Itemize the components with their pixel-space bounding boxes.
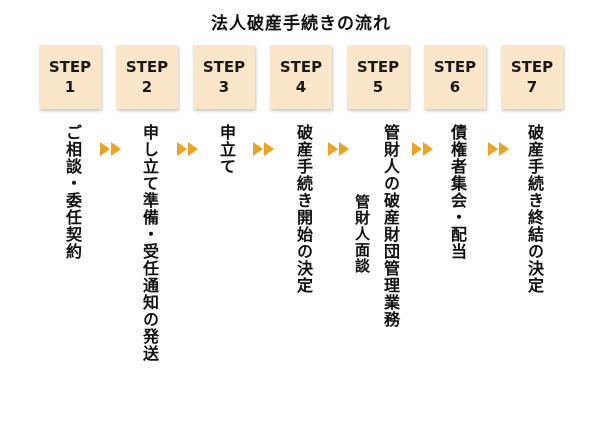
step-label: STEP: [279, 58, 323, 76]
step-number: 7: [526, 78, 538, 96]
step-number: 2: [141, 78, 153, 96]
step-box-1: STEP 1: [39, 45, 101, 109]
step-label: STEP: [433, 58, 477, 76]
step-number: 5: [372, 78, 384, 96]
step-4-text: 破産手続き開始の決定: [294, 124, 313, 294]
double-chevron-right-icon: [412, 142, 434, 156]
step-2-text: 申し立て準備・受任通知の発送: [140, 124, 159, 362]
double-chevron-right-icon: [100, 142, 122, 156]
step-1-text: ご相談・委任契約: [63, 124, 82, 260]
step-label: STEP: [356, 58, 400, 76]
step-5-subtext: 管財人面談: [353, 194, 371, 274]
step-box-4: STEP 4: [270, 45, 332, 109]
step-3-text: 申立て: [217, 124, 236, 175]
step-5-text: 管財人の破産財団管理業務: [381, 124, 400, 328]
step-number: 4: [295, 78, 307, 96]
step-label: STEP: [202, 58, 246, 76]
step-label: STEP: [510, 58, 554, 76]
step-box-7: STEP 7: [501, 45, 563, 109]
double-chevron-right-icon: [253, 142, 275, 156]
step-box-6: STEP 6: [424, 45, 486, 109]
step-number: 3: [218, 78, 230, 96]
step-box-3: STEP 3: [193, 45, 255, 109]
step-label: STEP: [48, 58, 92, 76]
double-chevron-right-icon: [488, 142, 510, 156]
step-label: STEP: [125, 58, 169, 76]
double-chevron-right-icon: [177, 142, 199, 156]
step-6-text: 債権者集会・配当: [448, 124, 467, 260]
step-number: 1: [64, 78, 76, 96]
step-box-5: STEP 5: [347, 45, 409, 109]
step-box-2: STEP 2: [116, 45, 178, 109]
step-number: 6: [449, 78, 461, 96]
page-title: 法人破産手続きの流れ: [211, 14, 391, 34]
double-chevron-right-icon: [328, 142, 350, 156]
step-7-text: 破産手続き終結の決定: [525, 124, 544, 294]
